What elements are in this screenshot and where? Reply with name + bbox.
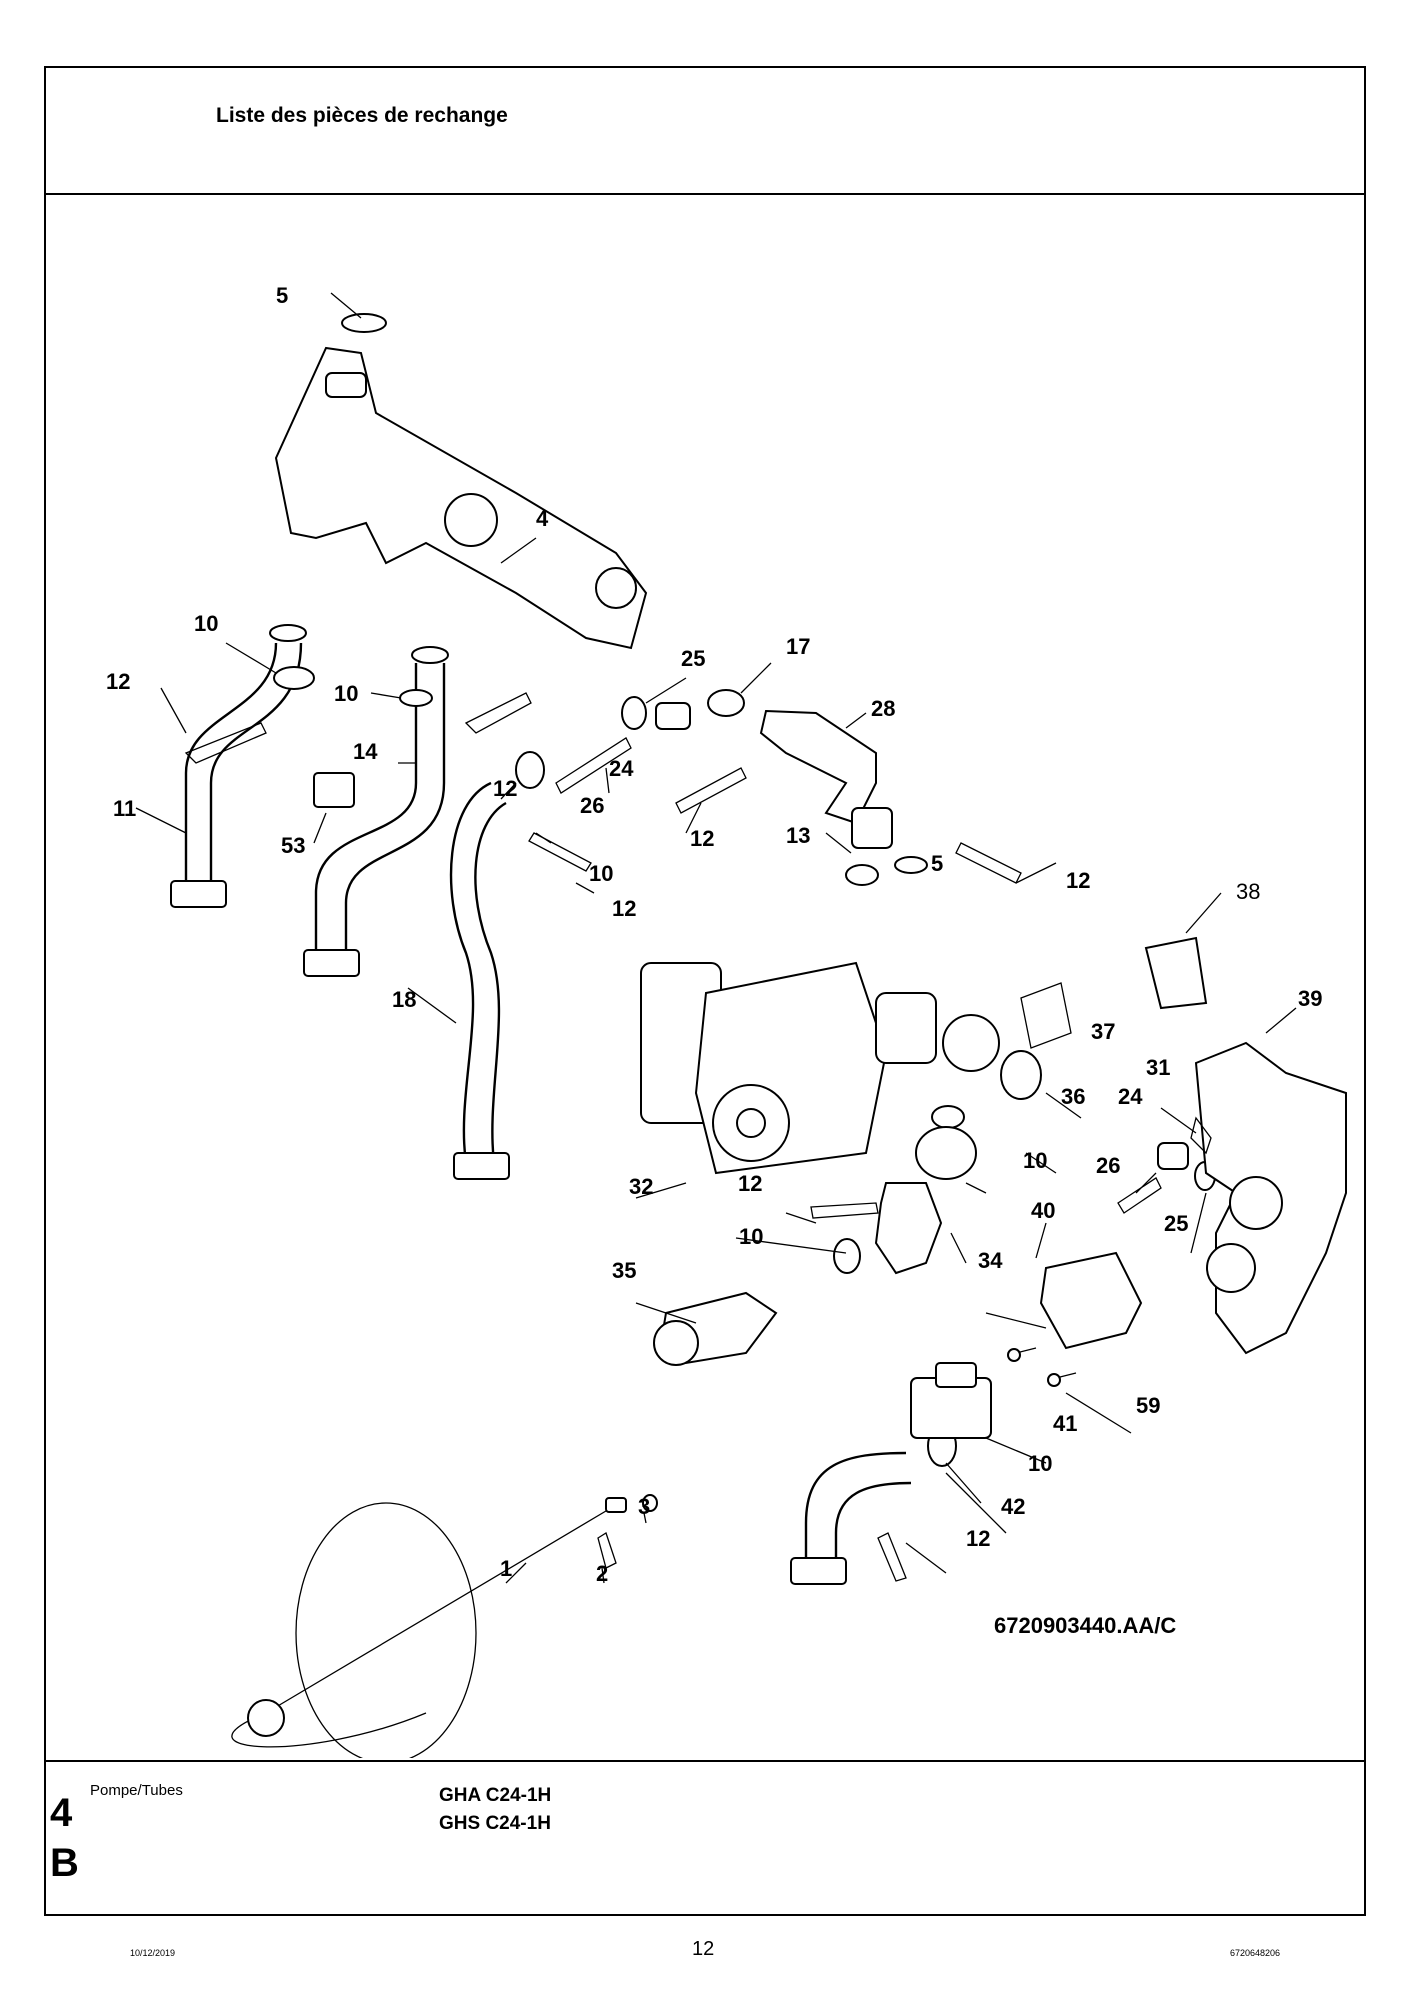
part-40-cover xyxy=(1039,1251,1143,1350)
footer-date: 10/12/2019 xyxy=(130,1948,176,1958)
callout-13: 13 xyxy=(786,823,811,848)
callout-12: 12 xyxy=(106,669,131,694)
callout-12: 12 xyxy=(612,896,637,921)
model-1: GHA C24-1H xyxy=(439,1785,552,1806)
part-14-tube xyxy=(314,663,418,963)
exploded-parts-diagram: 5 4 10 12 10 25 17 28 14 12 24 11 53 26 … xyxy=(46,193,1364,1764)
part-36-ring xyxy=(1000,1050,1042,1100)
part-34-elbow xyxy=(874,1182,943,1275)
callout-37: 37 xyxy=(1091,1019,1116,1044)
part-10-o-ring xyxy=(273,666,315,690)
callout-4: 4 xyxy=(536,506,549,531)
callout-10: 10 xyxy=(1028,1451,1053,1476)
part-12-clip xyxy=(184,722,267,764)
callout-3: 3 xyxy=(638,1494,651,1519)
callout-34: 34 xyxy=(978,1248,1003,1273)
callout-35: 35 xyxy=(612,1258,637,1283)
callout-10: 10 xyxy=(194,611,219,636)
callout-1: 1 xyxy=(500,1556,513,1581)
callout-18: 18 xyxy=(392,987,417,1012)
figure-reference-code: 6720903440.AA/C xyxy=(994,1613,1177,1638)
callout-41: 41 xyxy=(1053,1411,1078,1436)
callout-25: 25 xyxy=(1164,1211,1189,1236)
callout-17: 17 xyxy=(786,634,811,659)
callout-24: 24 xyxy=(1118,1084,1143,1109)
model-2: GHS C24-1H xyxy=(439,1813,551,1834)
parts-drawing xyxy=(135,292,1347,1764)
callout-12: 12 xyxy=(690,826,715,851)
callout-53: 53 xyxy=(281,833,306,858)
callout-40: 40 xyxy=(1031,1198,1056,1223)
part-5-retaining-ring xyxy=(341,313,387,333)
part-18-tube xyxy=(449,781,492,1164)
page-number: 12 xyxy=(692,1938,715,1960)
part-26-spring xyxy=(555,737,632,794)
callout-14: 14 xyxy=(353,739,378,764)
callout-25: 25 xyxy=(681,646,706,671)
callout-5: 5 xyxy=(931,851,944,876)
callout-10: 10 xyxy=(739,1224,764,1249)
part-2-clip xyxy=(597,1532,617,1569)
part-38-clip xyxy=(1144,936,1208,1010)
callout-59: 59 xyxy=(1136,1393,1161,1418)
callout-5: 5 xyxy=(276,283,289,308)
callout-11: 11 xyxy=(113,796,137,821)
footer-divider xyxy=(46,1760,1364,1762)
callout-10: 10 xyxy=(589,861,614,886)
callout-12: 12 xyxy=(1066,868,1091,893)
part-53-clip xyxy=(313,772,355,808)
part-59-screw xyxy=(1015,1347,1077,1379)
header-divider xyxy=(46,193,1364,195)
part-11-tube xyxy=(184,642,278,893)
callout-10: 10 xyxy=(334,681,359,706)
part-37-bracket xyxy=(1020,982,1072,1049)
page-frame: Liste des pièces de rechange xyxy=(44,66,1366,1916)
document-number: 6720648206 xyxy=(1230,1948,1281,1958)
part-42-tube xyxy=(804,1451,907,1563)
part-24-plug xyxy=(655,702,691,730)
callout-36: 36 xyxy=(1061,1084,1086,1109)
callout-39: 39 xyxy=(1298,986,1323,1011)
callout-12: 12 xyxy=(493,776,518,801)
callout-12: 12 xyxy=(966,1526,991,1551)
section-description: Pompe/Tubes xyxy=(90,1782,183,1799)
callout-28: 28 xyxy=(871,696,896,721)
section-number: 4 xyxy=(50,1791,73,1835)
part-1-capillary xyxy=(231,1507,612,1748)
callout-26: 26 xyxy=(580,793,605,818)
callout-32: 32 xyxy=(629,1174,654,1199)
callout-12: 12 xyxy=(738,1171,763,1196)
section-letter: B xyxy=(50,1841,79,1885)
page-title: Liste des pièces de rechange xyxy=(216,104,508,127)
callout-10: 10 xyxy=(1023,1148,1048,1173)
callout-31: 31 xyxy=(1146,1055,1171,1080)
callout-38: 38 xyxy=(1236,879,1261,904)
callout-42: 42 xyxy=(1001,1494,1026,1519)
callout-24: 24 xyxy=(609,756,634,781)
callout-2: 2 xyxy=(596,1561,609,1586)
callout-26: 26 xyxy=(1096,1153,1121,1178)
part-28-tube xyxy=(759,709,877,825)
